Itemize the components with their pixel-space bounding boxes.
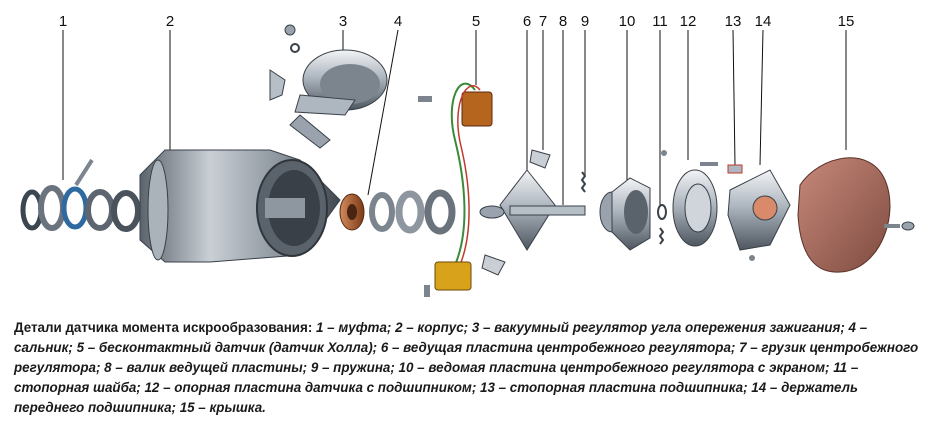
caption-lead: Детали датчика момента искрообразования: <box>14 320 313 335</box>
part-driven-plate <box>599 177 651 251</box>
part-lock-washer <box>657 150 667 220</box>
part-housing <box>139 149 341 263</box>
label-12: 12 <box>680 13 697 30</box>
part-hall-sensor <box>418 82 493 297</box>
part-coupling <box>20 158 141 232</box>
label-7: 7 <box>539 13 547 30</box>
part-washers <box>369 189 456 235</box>
label-4: 4 <box>394 13 402 30</box>
part-seal <box>339 193 365 231</box>
label-9: 9 <box>581 13 589 30</box>
part-bearing-holder <box>727 169 791 261</box>
label-8: 8 <box>559 13 567 30</box>
exploded-diagram: 1 2 3 4 5 6 7 8 9 10 11 12 13 14 15 <box>20 13 915 297</box>
label-13: 13 <box>725 13 742 30</box>
part-cover <box>797 157 915 273</box>
label-11: 11 <box>652 13 668 30</box>
label-10: 10 <box>619 13 636 30</box>
label-3: 3 <box>339 13 347 30</box>
part-shaft <box>509 205 586 216</box>
part-vacuum-regulator <box>269 24 388 149</box>
label-5: 5 <box>472 13 480 30</box>
label-6: 6 <box>523 13 531 30</box>
part-springs <box>580 171 665 245</box>
label-2: 2 <box>166 13 174 30</box>
part-weights <box>481 149 551 276</box>
part-bearing-lock-plate <box>727 164 743 174</box>
label-1: 1 <box>59 13 67 30</box>
figure-caption: Детали датчика момента искрообразования:… <box>14 318 926 418</box>
label-14: 14 <box>755 13 772 30</box>
part-support-plate <box>672 162 718 247</box>
label-15: 15 <box>838 13 855 30</box>
caption-body: 1 – муфта; 2 – корпус; 3 – вакуумный рег… <box>14 320 919 415</box>
